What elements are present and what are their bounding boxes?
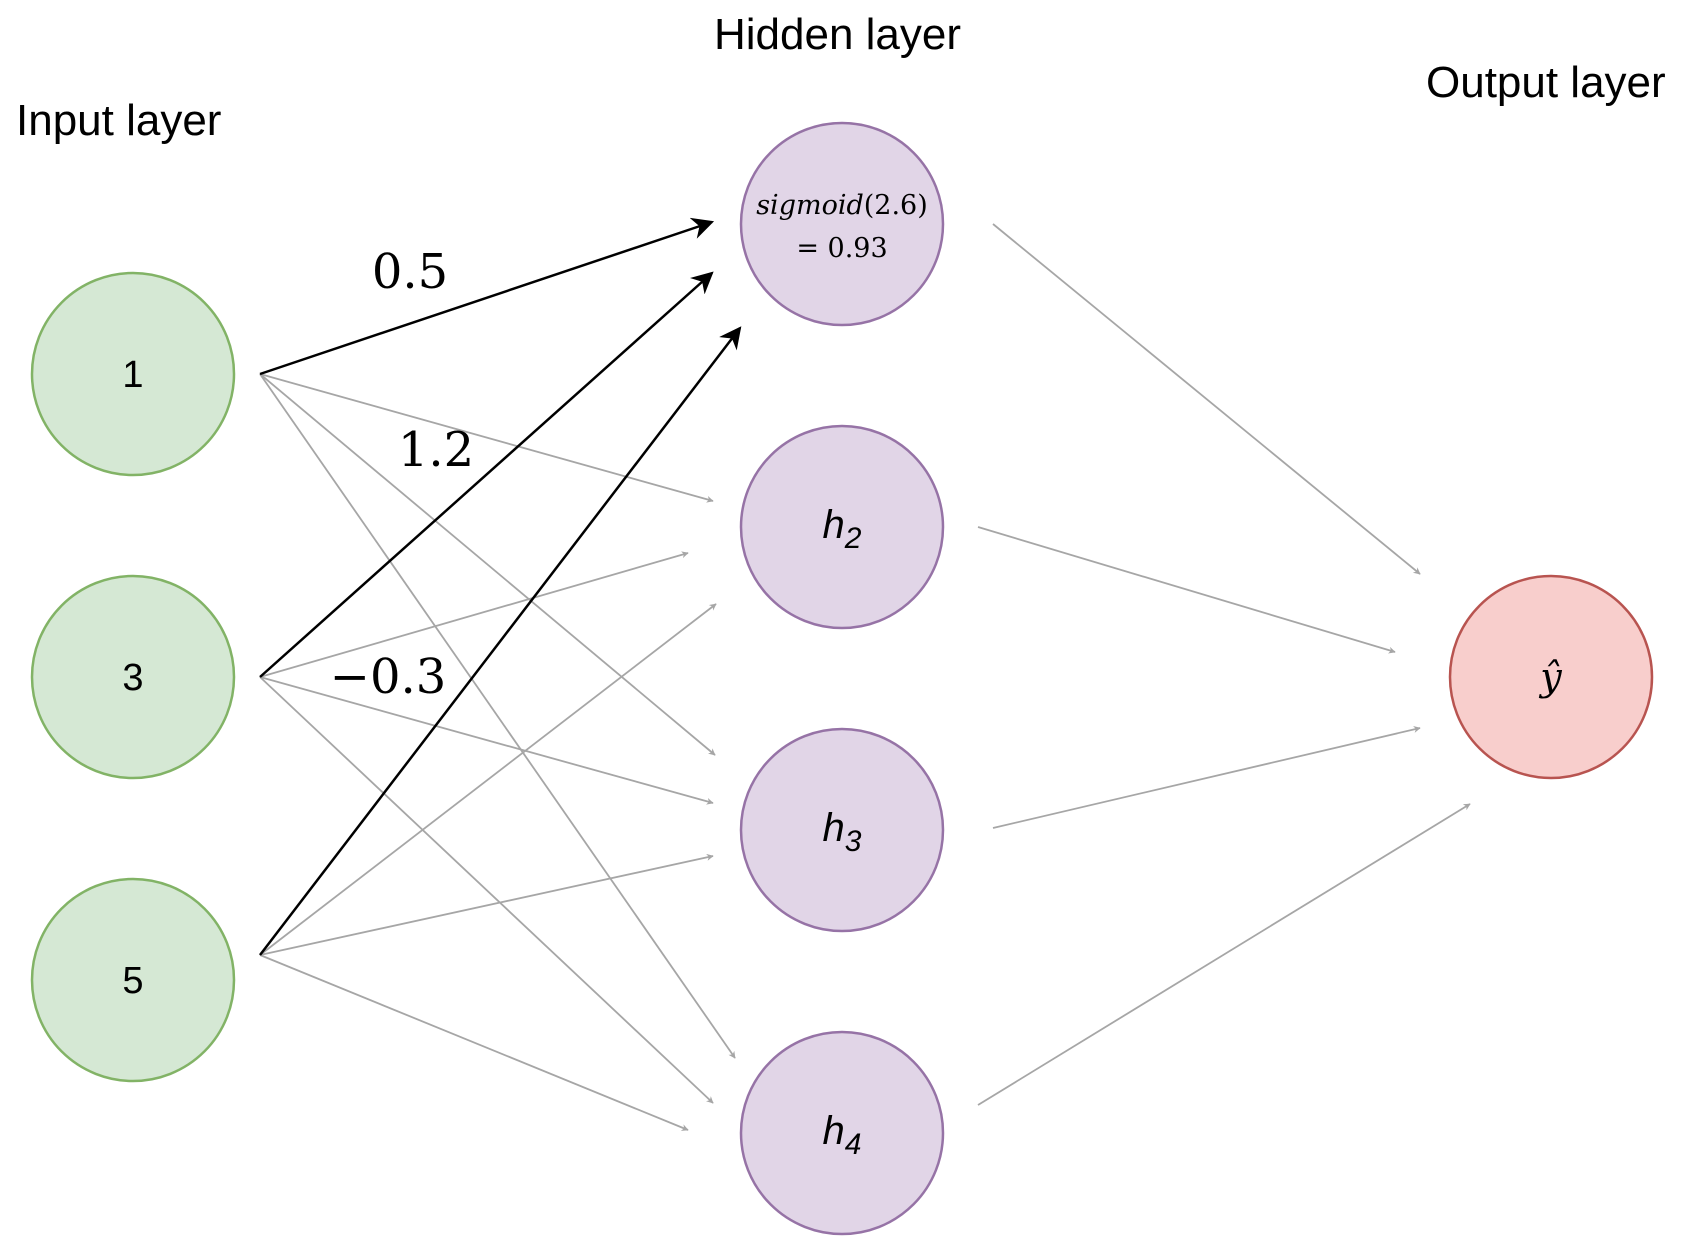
edge-input1-h2 bbox=[259, 373, 714, 503]
hidden-node-h3-label: h3 bbox=[823, 806, 862, 858]
weight-label-neg-0-3: −0.3 bbox=[330, 649, 447, 705]
edge-h2-output bbox=[977, 526, 1396, 654]
hidden-node-1-formula-line2: = 0.93 bbox=[796, 233, 887, 264]
output-node-y-hat: ŷ bbox=[1448, 574, 1654, 780]
edge-input3-h3 bbox=[259, 676, 714, 805]
edge-input5-h4 bbox=[259, 954, 689, 1131]
input-node-5: 5 bbox=[30, 877, 236, 1083]
edge-input5-h3 bbox=[259, 853, 714, 956]
input-node-5-label: 5 bbox=[122, 960, 143, 1002]
hidden-layer-title: Hidden layer bbox=[714, 10, 962, 59]
weight-label-0-5: 0.5 bbox=[372, 244, 448, 300]
edge-input1-h3 bbox=[259, 373, 716, 756]
hidden-node-h2-label: h2 bbox=[823, 503, 862, 555]
input-node-1-label: 1 bbox=[122, 354, 143, 396]
edge-input1-h1 bbox=[259, 217, 715, 376]
edge-input3-h4 bbox=[259, 676, 714, 1104]
hidden-node-1-formula-line1: sigmoid(2.6) bbox=[756, 190, 928, 221]
h4-subscript: 4 bbox=[845, 1128, 862, 1161]
input-node-3-label: 3 bbox=[122, 657, 143, 699]
h2-subscript: 2 bbox=[844, 522, 862, 555]
hidden-node-1: sigmoid(2.6) = 0.93 bbox=[739, 121, 945, 327]
sigmoid-argument: (2.6) bbox=[864, 190, 928, 221]
edge-input5-h1 bbox=[259, 326, 742, 956]
edge-h3-output bbox=[992, 726, 1421, 829]
hidden-node-h2: h2 bbox=[739, 424, 945, 630]
edge-input3-h2 bbox=[259, 551, 689, 678]
sigmoid-function-name: sigmoid bbox=[756, 190, 864, 221]
output-layer-title: Output layer bbox=[1426, 58, 1666, 107]
hidden-node-h4-label: h4 bbox=[823, 1109, 862, 1161]
edge-h1-output bbox=[992, 223, 1421, 575]
hidden-output-edges bbox=[977, 223, 1471, 1106]
hidden-node-h4: h4 bbox=[739, 1030, 945, 1236]
h3-subscript: 3 bbox=[845, 825, 862, 858]
input-layer-title: Input layer bbox=[16, 96, 222, 145]
h4-letter: h bbox=[823, 1109, 845, 1153]
weight-label-1-2: 1.2 bbox=[398, 422, 474, 478]
edge-input5-h2 bbox=[259, 603, 717, 956]
h3-letter: h bbox=[823, 806, 845, 850]
input-node-1: 1 bbox=[30, 271, 236, 477]
output-node-label: ŷ bbox=[1538, 655, 1562, 699]
hidden-node-h3: h3 bbox=[739, 727, 945, 933]
input-node-3: 3 bbox=[30, 574, 236, 780]
input-hidden-edges bbox=[259, 373, 736, 1131]
h2-letter: h bbox=[823, 503, 845, 547]
edge-input1-h4 bbox=[259, 373, 736, 1059]
edge-h4-output bbox=[977, 803, 1471, 1106]
highlighted-edges bbox=[259, 217, 742, 956]
edge-input3-h1 bbox=[259, 271, 714, 678]
